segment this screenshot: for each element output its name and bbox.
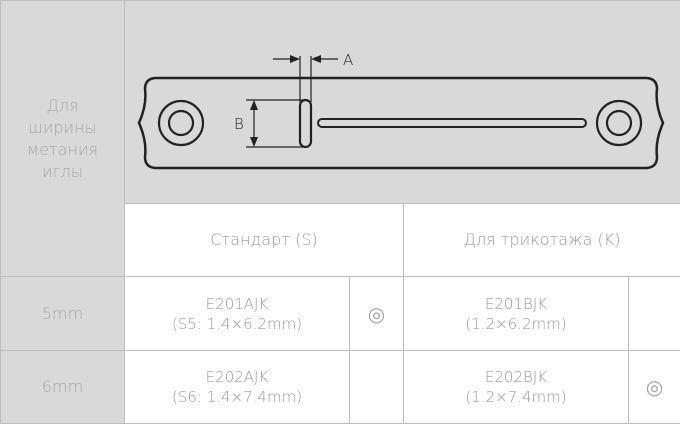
knit-code-cell: E202BJK (1.2×7.4mm) bbox=[404, 351, 629, 424]
width-header-cell: Для ширины метания иглы bbox=[1, 1, 125, 277]
dim-a-label: A bbox=[343, 51, 353, 69]
dim-b-arrowhead-bottom bbox=[250, 137, 258, 147]
dim-b-arrowhead-top bbox=[250, 100, 258, 110]
knit-mark-cell bbox=[629, 277, 680, 351]
header-line-2: ширины bbox=[1, 117, 124, 139]
plate-outline bbox=[139, 78, 663, 168]
standard-mark-cell bbox=[350, 351, 404, 424]
size-cell: 5mm bbox=[1, 277, 125, 351]
dim-a-arrowhead-right bbox=[311, 55, 321, 63]
standard-dims: (S6: 1.4×7.4mm) bbox=[125, 387, 349, 407]
header-line-3: метания bbox=[1, 139, 124, 161]
dim-a-arrowhead-left bbox=[290, 55, 300, 63]
standard-category-cell: Стандарт (S) bbox=[125, 204, 404, 277]
dim-b-label: B bbox=[234, 115, 244, 133]
right-hole-inner bbox=[607, 111, 631, 135]
standard-mark-cell: ◎ bbox=[350, 277, 404, 351]
left-hole-inner bbox=[169, 111, 193, 135]
right-hole-outer bbox=[597, 101, 641, 145]
header-line-4: иглы bbox=[1, 161, 124, 183]
header-line-1: Для bbox=[1, 95, 124, 117]
needle-slot bbox=[300, 100, 311, 147]
needle-plate-diagram: A B bbox=[125, 1, 680, 198]
feed-slot bbox=[318, 119, 586, 127]
standard-code: E202AJK bbox=[125, 367, 349, 387]
knit-code-cell: E201BJK (1.2×6.2mm) bbox=[404, 277, 629, 351]
table-row: 6mm E202AJK (S6: 1.4×7.4mm) E202BJK (1.2… bbox=[1, 351, 680, 424]
knit-code: E201BJK bbox=[404, 294, 628, 314]
standard-code: E201AJK bbox=[125, 294, 349, 314]
size-cell: 6mm bbox=[1, 351, 125, 424]
standard-code-cell: E201AJK (S5: 1.4×6.2mm) bbox=[125, 277, 350, 351]
knit-dims: (1.2×6.2mm) bbox=[404, 314, 628, 334]
knit-code: E202BJK bbox=[404, 367, 628, 387]
knit-dims: (1.2×7.4mm) bbox=[404, 387, 628, 407]
standard-code-cell: E202AJK (S6: 1.4×7.4mm) bbox=[125, 351, 350, 424]
left-hole-outer bbox=[159, 101, 203, 145]
standard-dims: (S5: 1.4×6.2mm) bbox=[125, 314, 349, 334]
table-row: 5mm E201AJK (S5: 1.4×6.2mm) ◎ E201BJK (1… bbox=[1, 277, 680, 351]
knit-mark-cell: ◎ bbox=[629, 351, 680, 424]
knit-category-cell: Для трикотажа (K) bbox=[404, 204, 680, 277]
needle-plate-diagram-cell: A B bbox=[125, 1, 680, 204]
